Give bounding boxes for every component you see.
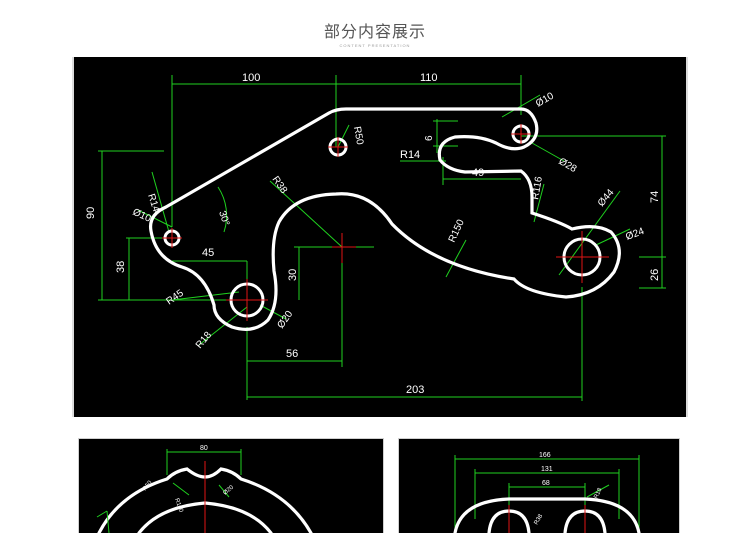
dim-o20: Ø20: [275, 309, 295, 331]
thumbnail-drawing-left[interactable]: 80 R50 R100 Ø20: [78, 438, 384, 533]
dim-r45: R45: [164, 288, 186, 308]
dim-56: 56: [286, 348, 298, 360]
dim-26: 26: [649, 269, 661, 281]
thumb-left-dim-r100: R100: [173, 498, 184, 514]
dim-6: 6: [424, 135, 435, 141]
thumb-right-dim-r18: R18: [593, 487, 603, 500]
dim-100: 100: [242, 72, 260, 84]
thumbnail-left-svg: 80 R50 R100 Ø20: [96, 445, 313, 533]
dimension-labels: 100 110 90 38 45 30 56 203 74 26 49 6 R1…: [85, 72, 661, 396]
thumb-right-dim-131: 131: [541, 466, 553, 473]
thumb-right-dim-166: 166: [539, 452, 551, 459]
dim-r150: R150: [447, 218, 467, 245]
main-drawing-svg: 100 110 90 38 45 30 56 203 74 26 49 6 R1…: [85, 72, 666, 401]
thumb-right-dim-68: 68: [542, 480, 550, 487]
page-title: 部分内容展示: [323, 22, 426, 41]
dim-o24: Ø24: [624, 226, 646, 243]
dim-r14-small: R14: [400, 149, 420, 161]
dim-o44: Ø44: [596, 187, 617, 209]
dim-49: 49: [472, 167, 484, 179]
dim-203: 203: [406, 384, 424, 396]
thumbnail-right-svg: 166 131 68 R18 R38: [453, 452, 641, 533]
dim-30: 30: [287, 269, 299, 281]
dim-110: 110: [420, 72, 438, 84]
dim-r18: R18: [194, 329, 215, 350]
dim-o28: Ø28: [557, 156, 579, 175]
thumb-left-dim-o20: Ø20: [222, 484, 235, 496]
dim-o10-top: Ø10: [534, 90, 556, 109]
thumb-left-dim-80: 80: [200, 445, 208, 452]
page-subtitle: CONTENT PRESENTATION: [339, 43, 411, 48]
thumbnail-drawing-right[interactable]: 166 131 68 R18 R38: [398, 438, 680, 533]
dim-74: 74: [649, 191, 661, 203]
thumb-right-dim-r38: R38: [534, 513, 545, 526]
centerlines: [162, 124, 609, 321]
dim-38: 38: [115, 261, 127, 273]
page-header: 部分内容展示 CONTENT PRESENTATION: [0, 18, 750, 48]
dim-angle-30: 30°: [216, 210, 231, 228]
dim-45: 45: [202, 247, 214, 259]
dim-r38: R38: [270, 174, 290, 196]
dim-r50: R50: [351, 126, 365, 146]
dim-r116: R116: [530, 175, 545, 200]
main-cad-drawing[interactable]: 100 110 90 38 45 30 56 203 74 26 49 6 R1…: [72, 57, 688, 417]
dim-90: 90: [85, 207, 97, 219]
